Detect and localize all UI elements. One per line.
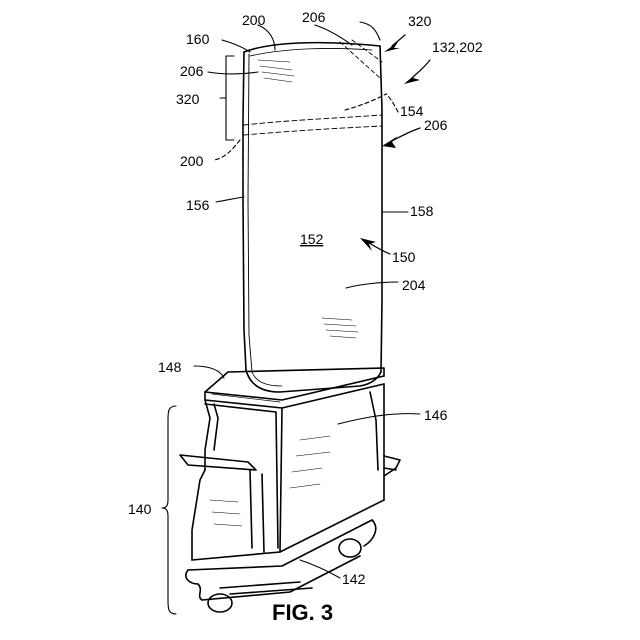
label-200-top: 200 xyxy=(242,12,266,28)
label-150: 150 xyxy=(392,249,416,265)
airfoil xyxy=(243,40,382,392)
label-140: 140 xyxy=(128,501,152,517)
platform xyxy=(205,368,384,408)
label-204: 204 xyxy=(402,277,426,293)
label-320-top: 320 xyxy=(408,13,432,29)
label-206-left: 206 xyxy=(180,63,204,79)
label-146: 146 xyxy=(424,407,448,423)
label-206-top: 206 xyxy=(302,9,326,25)
label-132-202: 132,202 xyxy=(432,39,483,55)
figure-caption: FIG. 3 xyxy=(272,600,333,625)
dovetail xyxy=(186,500,384,612)
shank xyxy=(180,384,400,560)
label-200-left: 200 xyxy=(180,153,204,169)
label-154: 154 xyxy=(400,103,424,119)
label-320-left: 320 xyxy=(176,91,200,107)
label-152: 152 xyxy=(300,231,324,247)
label-160: 160 xyxy=(186,31,210,47)
label-148: 148 xyxy=(158,359,182,375)
label-156: 156 xyxy=(186,197,210,213)
reference-labels: 200 206 320 160 132,202 206 320 154 206 … xyxy=(128,9,483,625)
label-206-right: 206 xyxy=(424,117,448,133)
arrows xyxy=(360,35,430,254)
label-158: 158 xyxy=(410,203,434,219)
label-142: 142 xyxy=(342,571,366,587)
